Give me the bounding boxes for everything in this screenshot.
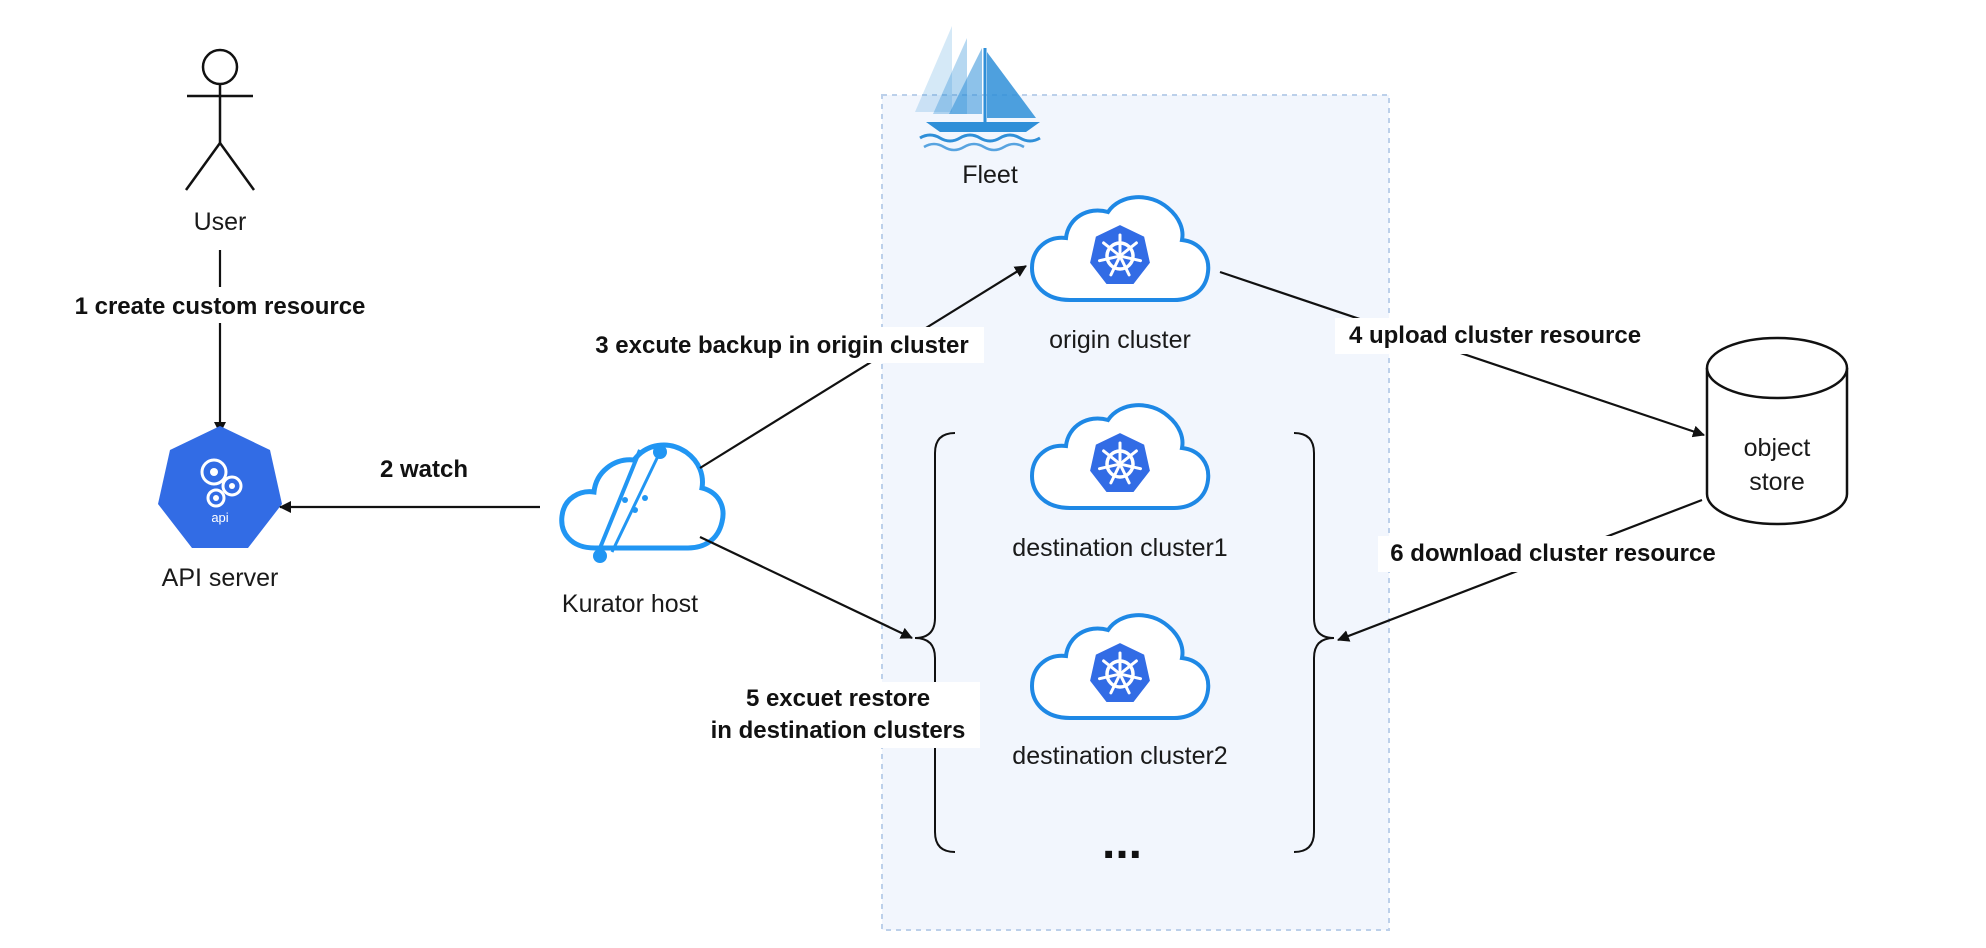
object-store-icon <box>1705 336 1849 526</box>
api-server-label: API server <box>162 564 279 592</box>
arrow-execute-backup <box>699 265 1027 469</box>
kurator-host-label: Kurator host <box>562 590 698 618</box>
more-clusters-ellipsis: ... <box>1102 816 1142 869</box>
destination-cluster2-label: destination cluster2 <box>1012 742 1227 770</box>
kurator-host-icon <box>559 442 726 563</box>
object-store-label-line1: object <box>1744 434 1811 462</box>
destination-cluster1-label: destination cluster1 <box>1012 534 1227 562</box>
api-badge-label: api <box>211 510 228 525</box>
step-5-label-line1: 5 excuet restore <box>746 685 930 712</box>
step-4-label: 4 upload cluster resource <box>1349 322 1641 349</box>
arrow-execute-restore <box>699 536 913 639</box>
step-3-label: 3 excute backup in origin cluster <box>595 332 968 359</box>
step-1-label: 1 create custom resource <box>75 293 366 320</box>
destination-group-left-brace <box>914 432 956 853</box>
user-label: User <box>194 208 247 236</box>
step-5-label-line2: in destination clusters <box>711 717 966 744</box>
api-server-icon <box>158 426 282 548</box>
fleet-logo-icon <box>915 26 1041 152</box>
object-store-label-line2: store <box>1749 468 1805 496</box>
step-2-label: 2 watch <box>380 456 468 483</box>
step-6-label: 6 download cluster resource <box>1390 540 1715 567</box>
origin-cluster-label: origin cluster <box>1049 326 1191 354</box>
fleet-label: Fleet <box>962 161 1018 189</box>
destination-group-right-brace <box>1293 432 1335 853</box>
user-icon <box>184 48 256 191</box>
